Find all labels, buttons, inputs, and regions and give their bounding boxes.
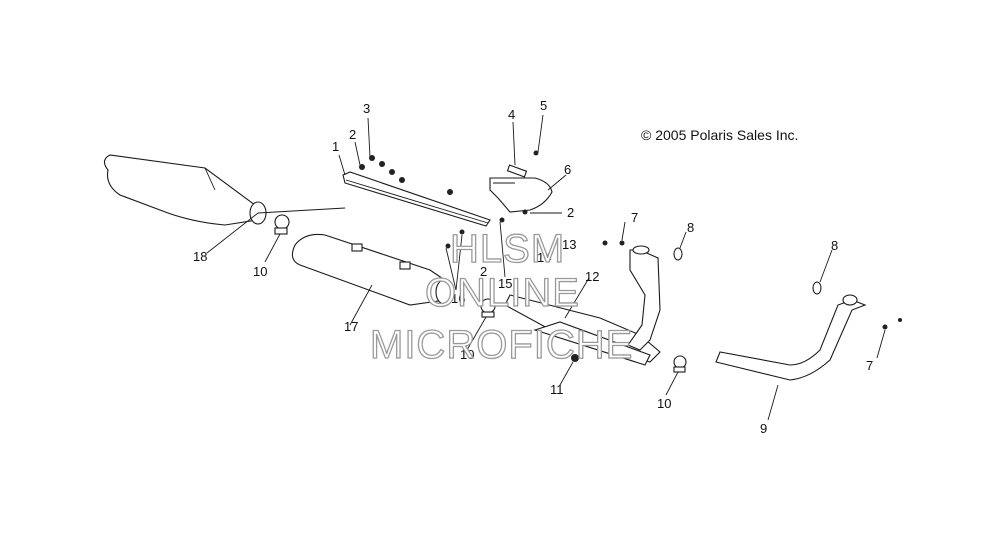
callout-2: 2 <box>349 127 356 142</box>
watermark-line-1: HLSM <box>450 227 565 271</box>
callout-16: 16 <box>451 291 465 306</box>
callout-8: 8 <box>687 220 694 235</box>
callout-13: 13 <box>562 237 576 252</box>
muffler-strap <box>399 261 411 270</box>
part-10-clamp <box>480 298 496 318</box>
callout-4: 4 <box>508 107 515 122</box>
hardware-fasteners <box>359 150 902 362</box>
callout-5: 5 <box>540 98 547 113</box>
callout-18: 18 <box>193 249 207 264</box>
callout-12: 12 <box>585 269 599 284</box>
callout-10: 10 <box>253 264 267 279</box>
callout-14: 14 <box>537 250 551 265</box>
part-17-lower-muffler <box>291 233 453 306</box>
copyright-text: © 2005 Polaris Sales Inc. <box>641 127 798 143</box>
watermark: HLSM ONLINE MICROFICHE <box>369 226 633 367</box>
callout-15: 15 <box>498 276 512 291</box>
part-9-lower-header-pipe <box>715 294 867 381</box>
callout-2: 2 <box>480 264 487 279</box>
part-10-clamp <box>673 355 687 373</box>
part-8-gasket <box>812 281 822 295</box>
callout-7: 7 <box>631 210 638 225</box>
part-8-gasket <box>673 247 683 261</box>
callout-1: 1 <box>332 139 339 154</box>
part-18-upper-muffler <box>103 154 267 226</box>
part-6-bracket-plate <box>489 177 553 213</box>
muffler-strap <box>351 243 363 252</box>
callout-10: 10 <box>657 396 671 411</box>
part-12-mid-pipe <box>504 294 661 366</box>
callout-17: 17 <box>344 319 358 334</box>
callout-3: 3 <box>363 101 370 116</box>
part-10-clamp <box>274 214 290 235</box>
leader-lines <box>206 114 886 421</box>
callout-7: 7 <box>866 358 873 373</box>
callout-labels: 1 2 3 4 5 6 2 2 7 8 8 7 9 10 10 10 11 12… <box>193 98 873 436</box>
callout-6: 6 <box>564 162 571 177</box>
callout-10: 10 <box>460 347 474 362</box>
watermark-line-3: MICROFICHE <box>370 323 633 367</box>
watermark-line-2: ONLINE <box>425 271 580 315</box>
callout-9: 9 <box>760 421 767 436</box>
upper-header-pipe <box>627 245 661 351</box>
callout-8: 8 <box>831 238 838 253</box>
callout-2: 2 <box>567 205 574 220</box>
callout-11: 11 <box>550 382 564 397</box>
part-1-mounting-bracket <box>342 171 491 227</box>
